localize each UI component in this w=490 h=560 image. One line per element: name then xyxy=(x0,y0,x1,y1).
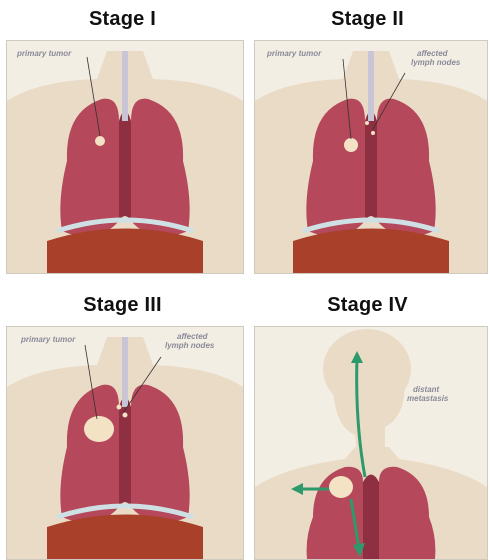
stage-4-panel: distant metastasis xyxy=(254,326,488,560)
stage-4-title: Stage IV xyxy=(245,294,490,317)
stage-1-panel: primary tumor xyxy=(6,40,244,274)
stage-4-illustration xyxy=(255,327,487,559)
stage-2-primary-tumor-label: primary tumor xyxy=(267,49,321,58)
stage-1-tumor xyxy=(95,136,105,146)
stage-1-primary-tumor-label: primary tumor xyxy=(17,49,71,58)
stage-3-tumor xyxy=(84,416,114,442)
stage-1-title: Stage I xyxy=(0,8,245,31)
stage-3-primary-tumor-label: primary tumor xyxy=(21,335,75,344)
stage-1-illustration xyxy=(7,41,243,273)
stage-2-title: Stage II xyxy=(245,8,490,31)
stage-3-illustration xyxy=(7,327,243,559)
stage-2-affected-label: affected xyxy=(417,49,448,58)
stage-2-lymph-nodes-label: lymph nodes xyxy=(411,58,460,67)
stage-4-tumor xyxy=(329,476,353,498)
stage-3-panel: primary tumor affected lymph nodes xyxy=(6,326,244,560)
stage-4-distant-label: distant xyxy=(413,385,439,394)
stage-2-tumor xyxy=(344,138,358,152)
stage-3-affected-label: affected xyxy=(177,332,208,341)
stage-4-metastasis-label: metastasis xyxy=(407,394,448,403)
stage-2-panel: primary tumor affected lymph nodes xyxy=(254,40,488,274)
stage-2-illustration xyxy=(255,41,487,273)
stage-3-lymph-nodes-label: lymph nodes xyxy=(165,341,214,350)
stage-3-title: Stage III xyxy=(0,294,245,317)
